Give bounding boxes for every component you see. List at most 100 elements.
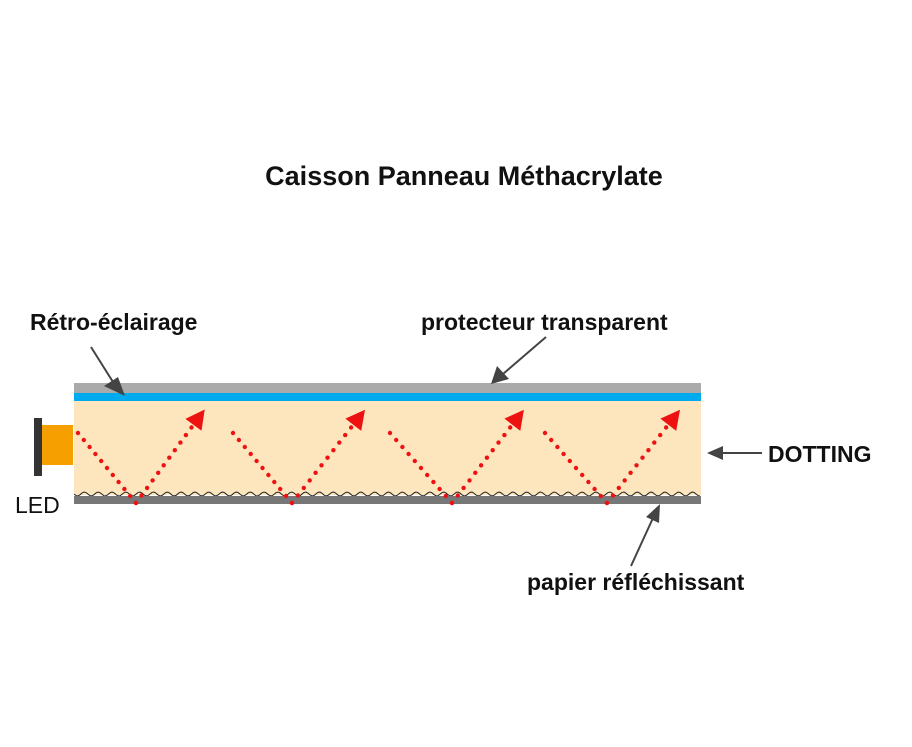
light-dot	[658, 432, 663, 438]
paper-arrow-head	[646, 504, 660, 523]
protector-arrow-head	[491, 366, 509, 384]
light-dot	[431, 479, 436, 485]
light-dot	[502, 432, 507, 438]
light-paths	[75, 409, 680, 506]
protector-arrow-line	[502, 336, 547, 375]
light-dot	[561, 451, 566, 457]
led-icon	[42, 425, 73, 465]
light-dot	[236, 437, 242, 443]
light-dot	[248, 451, 253, 457]
light-dot	[144, 485, 150, 491]
light-dot	[496, 440, 501, 445]
light-dot	[437, 486, 442, 492]
light-dot	[348, 425, 354, 430]
light-dot	[331, 448, 336, 453]
dotting-label: DOTTING	[768, 441, 872, 467]
light-dot	[289, 500, 295, 506]
light-dot	[622, 478, 627, 483]
light-dot	[555, 444, 560, 450]
light-dot	[455, 493, 460, 498]
light-dot	[567, 458, 572, 464]
protector-layer	[74, 383, 701, 393]
light-dot	[272, 479, 277, 485]
light-dot	[592, 486, 597, 492]
light-dot	[161, 463, 166, 468]
light-dot	[87, 444, 92, 450]
light-dot	[266, 472, 271, 478]
light-dot	[490, 448, 495, 453]
light-dot	[337, 440, 342, 445]
protecteur-label: protecteur transparent	[421, 309, 668, 335]
light-dot	[542, 430, 548, 436]
light-dot	[343, 432, 348, 438]
light-dot	[484, 455, 490, 460]
methacrylate-panel	[74, 401, 701, 495]
light-dot	[295, 493, 301, 498]
light-dot	[133, 500, 139, 506]
light-dot	[278, 486, 283, 492]
light-dot	[573, 465, 579, 471]
light-dot	[150, 478, 155, 483]
light-arrow-head	[660, 409, 680, 431]
light-dot	[167, 455, 172, 460]
retro-arrow-head	[104, 377, 125, 396]
light-dot	[418, 465, 424, 471]
paper-arrow-line	[630, 517, 654, 567]
light-arrow-head	[504, 409, 524, 431]
light-dot	[260, 465, 265, 471]
light-dot	[189, 425, 194, 430]
light-dot	[230, 430, 236, 436]
light-dot	[75, 430, 81, 436]
light-dot	[508, 425, 513, 430]
light-dot	[549, 437, 554, 443]
light-dot	[116, 479, 121, 485]
reflective-paper-layer	[74, 496, 701, 504]
light-dot	[449, 500, 455, 506]
light-dot	[406, 451, 411, 457]
retro-eclairage-label: Rétro-éclairage	[30, 309, 197, 335]
light-dot	[307, 478, 312, 483]
retro-arrow-line	[90, 346, 114, 383]
papier-label: papier réfléchissant	[527, 569, 745, 595]
light-arrow-head	[345, 409, 365, 431]
light-dot	[634, 463, 639, 468]
light-dot	[313, 470, 318, 475]
light-dot	[628, 470, 633, 475]
light-arrow-head	[185, 409, 205, 431]
light-dot	[156, 470, 161, 475]
light-dot	[81, 437, 87, 443]
light-dot	[652, 440, 657, 445]
led-base	[34, 418, 42, 476]
dotting-arrow-head	[707, 446, 723, 460]
light-dot	[139, 493, 144, 498]
light-dot	[580, 472, 585, 478]
light-dot	[598, 493, 603, 499]
light-dot	[242, 444, 247, 450]
light-dot	[178, 440, 183, 445]
light-dot	[473, 470, 478, 475]
light-dot	[254, 458, 259, 464]
backlight-layer	[74, 393, 701, 401]
light-dot	[394, 437, 399, 443]
annotation-arrows	[90, 336, 762, 567]
light-dot	[183, 432, 189, 438]
light-dot	[400, 444, 405, 450]
light-dot	[301, 485, 306, 491]
light-dot	[616, 485, 621, 491]
light-dot	[110, 472, 116, 478]
light-dot	[461, 485, 466, 491]
light-dot	[646, 448, 651, 453]
light-dot	[640, 455, 645, 460]
light-dot	[104, 465, 110, 471]
page-title: Caisson Panneau Méthacrylate	[265, 161, 663, 191]
light-dot	[610, 493, 616, 498]
light-dot	[387, 430, 393, 436]
light-dot	[128, 493, 133, 499]
light-dot	[283, 493, 289, 499]
light-dot	[319, 463, 324, 468]
light-dot	[478, 463, 484, 468]
dotting-pattern	[73, 491, 701, 497]
light-dot	[443, 493, 448, 499]
led-label: LED	[15, 492, 60, 518]
